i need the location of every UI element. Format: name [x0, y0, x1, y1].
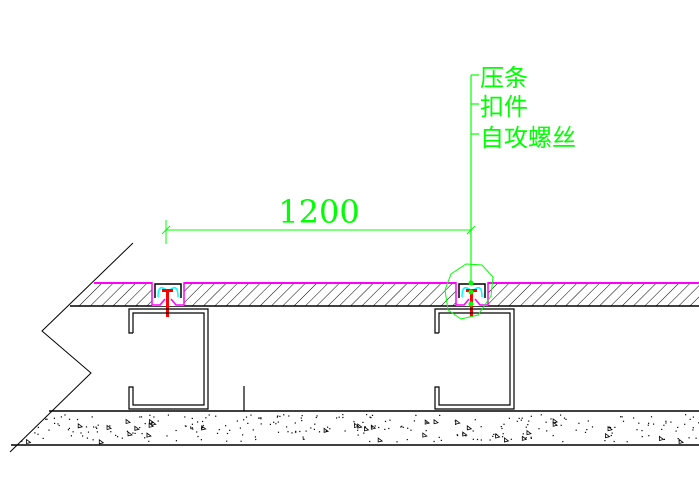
dimension-text: 1200 [278, 193, 359, 231]
screw-left [166, 290, 169, 317]
selection-marker [444, 263, 494, 320]
leader-line [470, 74, 479, 282]
label-fastener: 扣件 [480, 93, 528, 121]
concrete-fill [21, 414, 699, 445]
label-pressure-strip: 压条 [480, 64, 528, 92]
hatched-panel [70, 284, 699, 306]
clip-left [151, 282, 185, 317]
c-channel-right [434, 308, 515, 410]
break-line [9, 242, 134, 453]
c-channel-left [128, 308, 209, 410]
clip-right [455, 282, 489, 317]
label-self-tapping-screw: 自攻螺丝 [480, 124, 576, 152]
